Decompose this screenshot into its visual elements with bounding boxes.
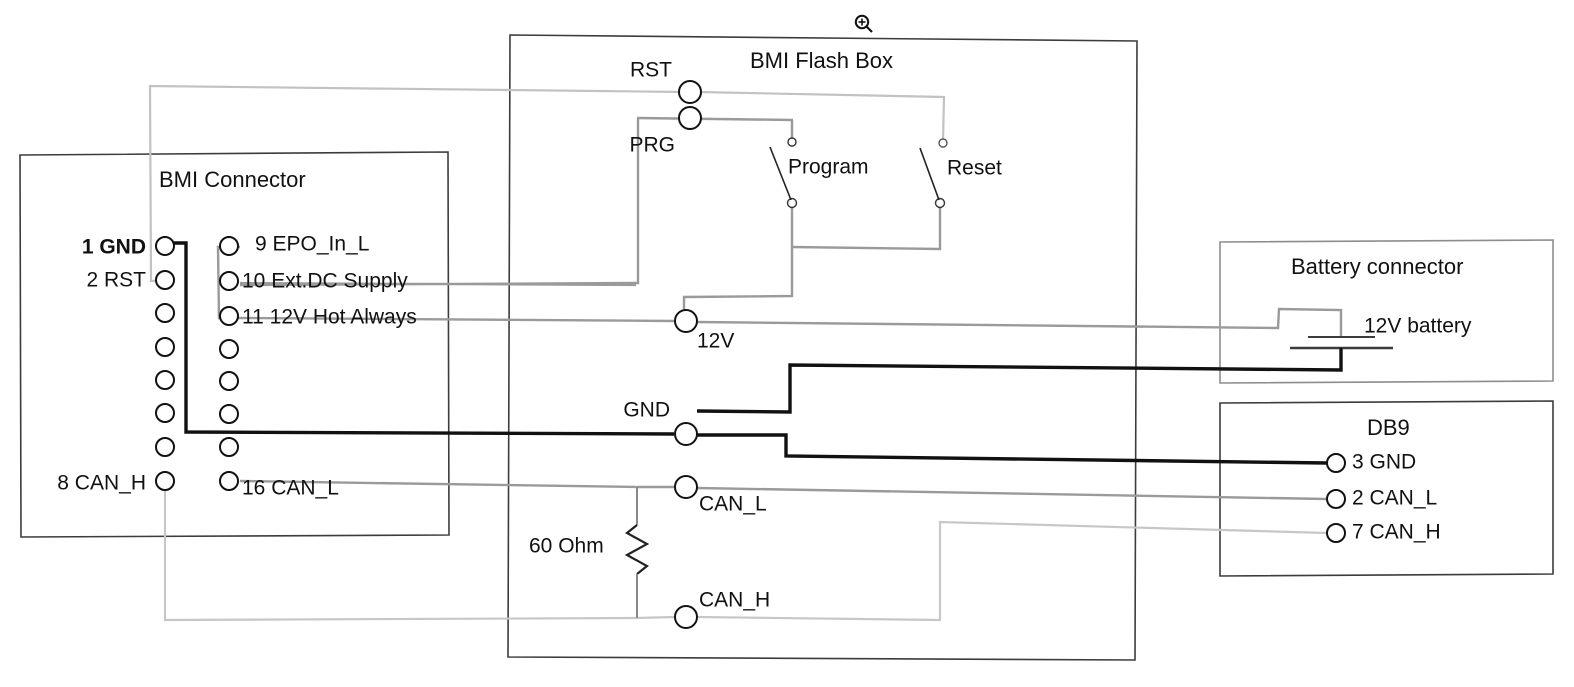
bmi-pin-10[interactable] bbox=[219, 271, 239, 291]
bmi-pin-1-label: 1 GND bbox=[82, 236, 146, 259]
db9-pin-7-label: 7 CAN_H bbox=[1352, 521, 1441, 544]
terminal-prg-label: PRG bbox=[629, 134, 675, 157]
wire-switch-common bbox=[682, 203, 942, 320]
wire-gnd-db9 bbox=[697, 433, 1328, 465]
terminal-can-l[interactable] bbox=[674, 475, 698, 499]
terminal-12v-label: 12V bbox=[697, 330, 734, 353]
terminal-12v[interactable] bbox=[674, 309, 698, 333]
zoom-in-magnifier-cursor bbox=[854, 14, 873, 33]
battery-symbol bbox=[1290, 336, 1393, 350]
bmi-pin-1[interactable] bbox=[155, 236, 175, 256]
db9-pin-3[interactable] bbox=[1326, 453, 1346, 473]
bmi-pin-8[interactable] bbox=[155, 471, 175, 491]
bmi-pin-8-label: 8 CAN_H bbox=[57, 472, 146, 495]
wire-can-l bbox=[239, 479, 1328, 501]
bmi-pin-2-label: 2 RST bbox=[86, 269, 146, 292]
bmi-pin-6[interactable] bbox=[155, 403, 175, 423]
wire-12v-hot bbox=[239, 307, 1343, 337]
switch-program[interactable] bbox=[769, 137, 798, 209]
switch-reset-label: Reset bbox=[947, 157, 1002, 180]
db9-pins bbox=[1326, 453, 1346, 543]
battery-connector-title: Battery connector bbox=[1291, 254, 1463, 279]
switch-program-label: Program bbox=[788, 156, 869, 179]
bmi-pin-16-label: 16 CAN_L bbox=[242, 477, 339, 500]
bmi-pin-4[interactable] bbox=[155, 337, 175, 357]
bmi-left-pins bbox=[155, 236, 175, 491]
resistor-60-ohm bbox=[624, 487, 650, 618]
bmi-pin-13[interactable] bbox=[219, 371, 239, 391]
bmi-pin-9-label: 9 EPO_In_L bbox=[255, 233, 369, 256]
wire-battery-negative bbox=[696, 348, 1343, 414]
bmi-pin-9[interactable] bbox=[219, 236, 239, 256]
db9-title: DB9 bbox=[1367, 415, 1410, 440]
bmi-pin-7[interactable] bbox=[155, 437, 175, 457]
bmi-pin-16[interactable] bbox=[219, 471, 239, 491]
bmi-pin-11[interactable] bbox=[219, 306, 239, 326]
bmi-pin-3[interactable] bbox=[155, 303, 175, 323]
bmi-right-pins bbox=[219, 236, 239, 491]
terminal-gnd[interactable] bbox=[674, 422, 698, 446]
battery-label: 12V battery bbox=[1364, 315, 1472, 338]
terminal-gnd-label: GND bbox=[623, 399, 670, 422]
bmi-pin-12[interactable] bbox=[219, 339, 239, 359]
bmi-pin-15[interactable] bbox=[219, 437, 239, 457]
db9-pin-2[interactable] bbox=[1326, 489, 1346, 509]
wire-can-h bbox=[163, 490, 1328, 622]
flash-box-outline bbox=[507, 34, 1138, 661]
db9-pin-7[interactable] bbox=[1326, 523, 1346, 543]
terminal-prg[interactable] bbox=[678, 106, 702, 130]
terminal-can-h-label: CAN_H bbox=[699, 589, 770, 612]
wire-prg bbox=[239, 116, 794, 287]
bmi-pin-11-label: 11 12V Hot Always bbox=[242, 306, 417, 329]
terminal-can-l-label: CAN_L bbox=[699, 493, 767, 516]
terminal-rst-label: RST bbox=[630, 59, 672, 82]
bmi-pin-10-label: 10 Ext.DC Supply bbox=[242, 270, 408, 293]
db9-pin-3-label: 3 GND bbox=[1352, 451, 1416, 474]
bmi-connector-title: BMI Connector bbox=[159, 167, 306, 192]
flash-box-terminals bbox=[674, 80, 702, 629]
terminal-rst[interactable] bbox=[678, 80, 702, 104]
resistor-label: 60 Ohm bbox=[529, 535, 604, 558]
bmi-pin-14[interactable] bbox=[219, 404, 239, 424]
bmi-connector-box bbox=[19, 151, 450, 538]
db9-box bbox=[1219, 400, 1554, 577]
battery-connector-box bbox=[1219, 239, 1554, 384]
bmi-pin-5[interactable] bbox=[155, 370, 175, 390]
bmi-pin-2[interactable] bbox=[155, 270, 175, 290]
wire-ext-dc-supply bbox=[239, 281, 637, 287]
db9-pin-2-label: 2 CAN_L bbox=[1352, 487, 1437, 510]
wire-gnd-bmi bbox=[170, 241, 675, 436]
switch-reset[interactable] bbox=[919, 138, 948, 209]
terminal-can-h[interactable] bbox=[674, 605, 698, 629]
flash-box-title: BMI Flash Box bbox=[750, 48, 893, 73]
